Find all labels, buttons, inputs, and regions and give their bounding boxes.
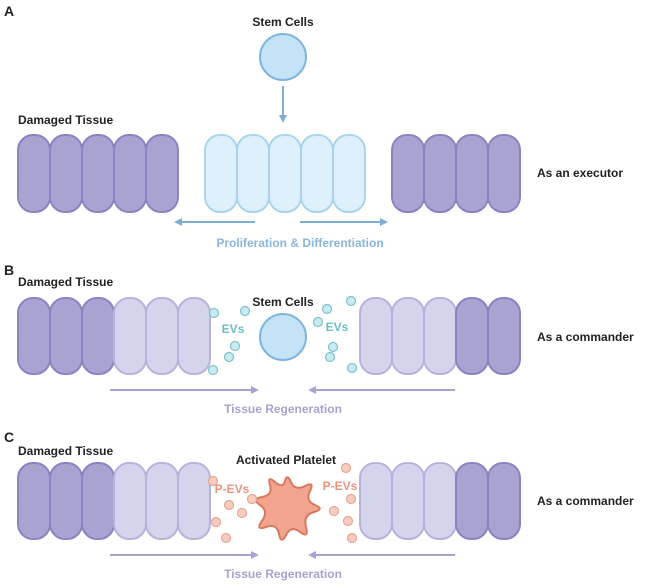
damaged-cell <box>81 297 115 375</box>
damaged-cell <box>49 462 83 540</box>
ev-vesicle <box>207 364 219 376</box>
damaged-cell <box>81 462 115 540</box>
regenerating-cell <box>145 462 179 540</box>
ev-vesicle <box>312 316 324 328</box>
ev-vesicle <box>208 307 220 319</box>
damaged-cell <box>455 134 489 213</box>
damaged-tissue-label: Damaged Tissue <box>18 275 113 289</box>
regeneration-label: Tissue Regeneration <box>224 567 342 581</box>
executor-label: As an executor <box>537 166 623 180</box>
damaged-cell <box>455 297 489 375</box>
panel-c: C Damaged Tissue Activated Platelet P-EV… <box>4 429 634 581</box>
regeneration-label: Tissue Regeneration <box>224 402 342 416</box>
evs-left-label: EVs <box>222 322 245 336</box>
p-ev-vesicle <box>340 462 352 474</box>
new-cell <box>300 134 334 213</box>
regenerating-cell <box>423 462 457 540</box>
damaged-tissue-right <box>391 134 521 213</box>
damaged-cell <box>17 462 51 540</box>
panel-b: B Damaged Tissue Stem Cells EVs EVs Tiss… <box>4 262 634 416</box>
panel-a: A Stem Cells Damaged Tissue Proliferatio… <box>4 3 623 250</box>
damaged-cell <box>487 134 521 213</box>
new-cell <box>268 134 302 213</box>
p-ev-vesicle <box>246 493 258 505</box>
stem-cell <box>259 313 307 361</box>
commander-label: As a commander <box>537 494 634 508</box>
tissue-right <box>359 297 521 375</box>
p-ev-vesicle <box>220 532 232 544</box>
commander-label: As a commander <box>537 330 634 344</box>
p-ev-vesicle <box>328 505 340 517</box>
activated-platelet <box>255 476 321 541</box>
new-cells-group <box>204 134 366 213</box>
stem-cell <box>259 33 307 81</box>
p-ev-vesicle <box>207 475 219 487</box>
damaged-cell <box>145 134 179 213</box>
stem-cells-label: Stem Cells <box>252 295 314 309</box>
panel-c-letter: C <box>4 429 14 445</box>
damaged-cell <box>487 462 521 540</box>
p-ev-vesicle <box>342 515 354 527</box>
ev-vesicle <box>346 362 358 374</box>
activated-platelet-label: Activated Platelet <box>236 453 336 467</box>
regenerating-cell <box>177 462 211 540</box>
p-ev-vesicle <box>236 507 248 519</box>
new-cell <box>204 134 238 213</box>
panel-b-letter: B <box>4 262 14 278</box>
panel-a-letter: A <box>4 3 14 19</box>
damaged-cell <box>455 462 489 540</box>
damaged-cell <box>49 297 83 375</box>
regenerating-cell <box>113 462 147 540</box>
p-ev-vesicle <box>346 532 358 544</box>
proliferation-label: Proliferation & Differentiation <box>216 236 383 250</box>
ev-vesicle <box>321 303 333 315</box>
regenerating-cell <box>359 462 393 540</box>
regenerating-cell <box>177 297 211 375</box>
regenerating-cell <box>391 462 425 540</box>
tissue-left <box>17 462 211 540</box>
damaged-cell <box>391 134 425 213</box>
ev-vesicle <box>324 351 336 363</box>
regenerating-cell <box>423 297 457 375</box>
ev-vesicle <box>223 351 235 363</box>
p-ev-vesicle <box>345 493 357 505</box>
tissue-left <box>17 297 211 375</box>
damaged-cell <box>17 297 51 375</box>
stem-cells-label: Stem Cells <box>252 15 314 29</box>
regenerating-cell <box>145 297 179 375</box>
p-evs-left-label: P-EVs <box>215 482 250 496</box>
ev-vesicles <box>207 295 358 376</box>
damaged-tissue-left <box>17 134 179 213</box>
regenerating-cell <box>391 297 425 375</box>
damaged-cell <box>81 134 115 213</box>
ev-vesicle <box>345 295 357 307</box>
ev-vesicle <box>229 340 241 352</box>
ev-vesicle <box>239 305 251 317</box>
tissue-right <box>359 462 521 540</box>
regenerating-cell <box>359 297 393 375</box>
damaged-cell <box>423 134 457 213</box>
damaged-cell <box>17 134 51 213</box>
damaged-tissue-label: Damaged Tissue <box>18 444 113 458</box>
damaged-cell <box>49 134 83 213</box>
new-cell <box>236 134 270 213</box>
p-evs-right-label: P-EVs <box>323 479 358 493</box>
damaged-cell <box>113 134 147 213</box>
p-ev-vesicle <box>223 499 235 511</box>
p-ev-vesicles <box>207 462 358 544</box>
new-cell <box>332 134 366 213</box>
damaged-tissue-label: Damaged Tissue <box>18 113 113 127</box>
evs-right-label: EVs <box>326 320 349 334</box>
p-ev-vesicle <box>210 516 222 528</box>
ev-vesicle <box>327 341 339 353</box>
damaged-cell <box>487 297 521 375</box>
regenerating-cell <box>113 297 147 375</box>
